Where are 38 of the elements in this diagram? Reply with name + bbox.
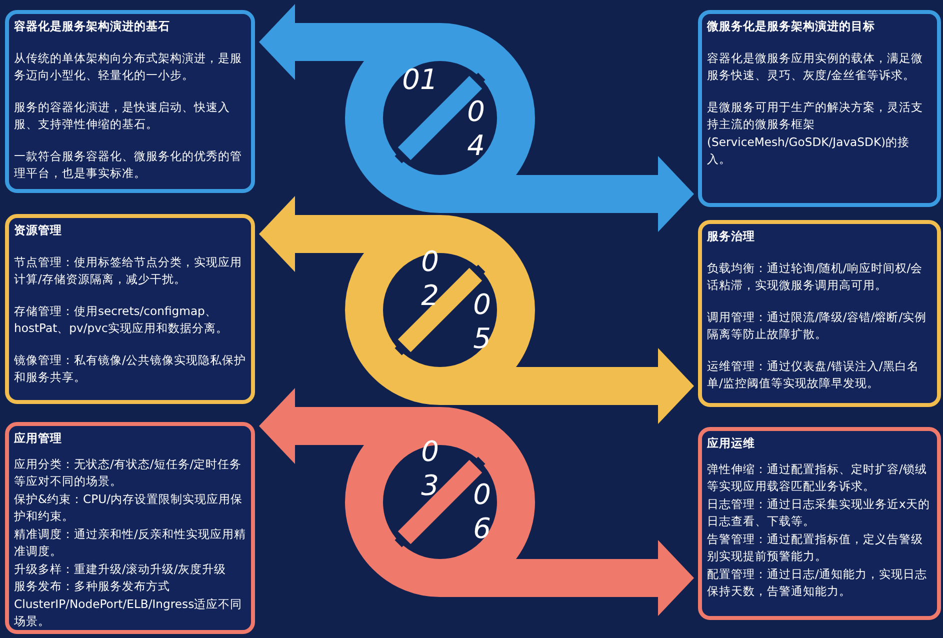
info-card: [698, 427, 941, 620]
card-paragraph: 应用分类：无状态/有状态/短任务/定时任务等应对不同的场景。: [14, 456, 243, 490]
card-heading: 服务治理: [707, 228, 756, 245]
step-number: 06: [472, 478, 492, 546]
step-number: 01: [401, 63, 439, 97]
card-paragraph: 弹性伸缩：通过配置指标、定时扩容/锁绒等实现应用载容匹配业务诉求。: [707, 460, 928, 495]
card-heading: 应用运维: [707, 435, 756, 452]
card-paragraph: 一款符合服务容器化、微服务化的优秀的管理平台，也是事实标准。: [14, 148, 243, 182]
card-heading: 微服务化是服务架构演进的目标: [707, 18, 876, 35]
card-paragraph: 精准调度：通过亲和性/反亲和性实现应用精准调度。: [14, 526, 246, 560]
card-heading: 应用管理: [14, 430, 63, 447]
info-card: [5, 422, 255, 634]
card-paragraph: 服务的容器化演进，是快速启动、快速入服、支持弹性伸缩的基石。: [14, 98, 231, 133]
info-card: [698, 220, 941, 407]
card-paragraph: 从传统的单体架构向分布式架构演进，是服务迈向小型化、轻量化的一小步。: [14, 50, 243, 84]
card-paragraph: 存储管理：使用secrets/configmap、hostPat、pv/pvc实现应用和数据分离。: [14, 302, 229, 337]
step-number: 02: [420, 245, 440, 313]
card-paragraph: 保护&约束：CPU/内存设置限制实现应用保护和约束。: [14, 490, 244, 525]
card-paragraph: 镜像管理：私有镜像/公共镜像实现隐私保护和服务共享。: [14, 352, 246, 386]
step-number: 03: [420, 435, 440, 503]
step-number: 05: [472, 288, 492, 356]
card-paragraph: 升级多样：重建升级/滚动升级/灰度升级: [14, 560, 227, 578]
card-paragraph: 运维管理：通过仪表盘/错误注入/黑白名单/监控阈值等实现故障早发现。: [707, 358, 920, 392]
info-card: [5, 214, 255, 404]
card-paragraph: 日志管理：通过日志采集实现业务近x天的日志查看、下载等。: [707, 496, 931, 530]
card-paragraph: 告警管理：通过配置指标值，定义告警级别实现提前预警能力。: [707, 530, 924, 565]
card-heading: 资源管理: [14, 222, 63, 239]
card-paragraph: 调用管理：通过限流/降级/容错/熔断/实例隔离等防止故障扩散。: [707, 308, 928, 343]
card-paragraph: 容器化是微服务应用实例的载体，满足微服务快速、灵巧、灰度/金丝雀等诉求。: [707, 50, 924, 84]
card-paragraph: 服务发布：多种服务发布方式ClusterIP/NodePort/ELB/Ingress适应不同场景。: [14, 578, 244, 630]
card-paragraph: 节点管理：使用标签给节点分类，实现应用计算/存储资源隔离，减少干扰。: [14, 254, 243, 288]
card-paragraph: 是微服务可用于生产的解决方案，灵活支持主流的微服务框架(ServiceMesh/GoSDK/JavaSDK)的接入。: [707, 98, 924, 168]
info-card: [5, 10, 255, 193]
card-heading: 容器化是服务架构演进的基石: [14, 18, 171, 35]
card-paragraph: 配置管理：通过日志/通知能力，实现日志保持天数，告警通知能力。: [707, 566, 928, 600]
step-number: 04: [466, 95, 486, 163]
card-paragraph: 负载均衡：通过轮询/随机/响应时间权/会话粘滞，实现微服务调用高可用。: [707, 260, 924, 294]
info-card: [698, 10, 941, 207]
